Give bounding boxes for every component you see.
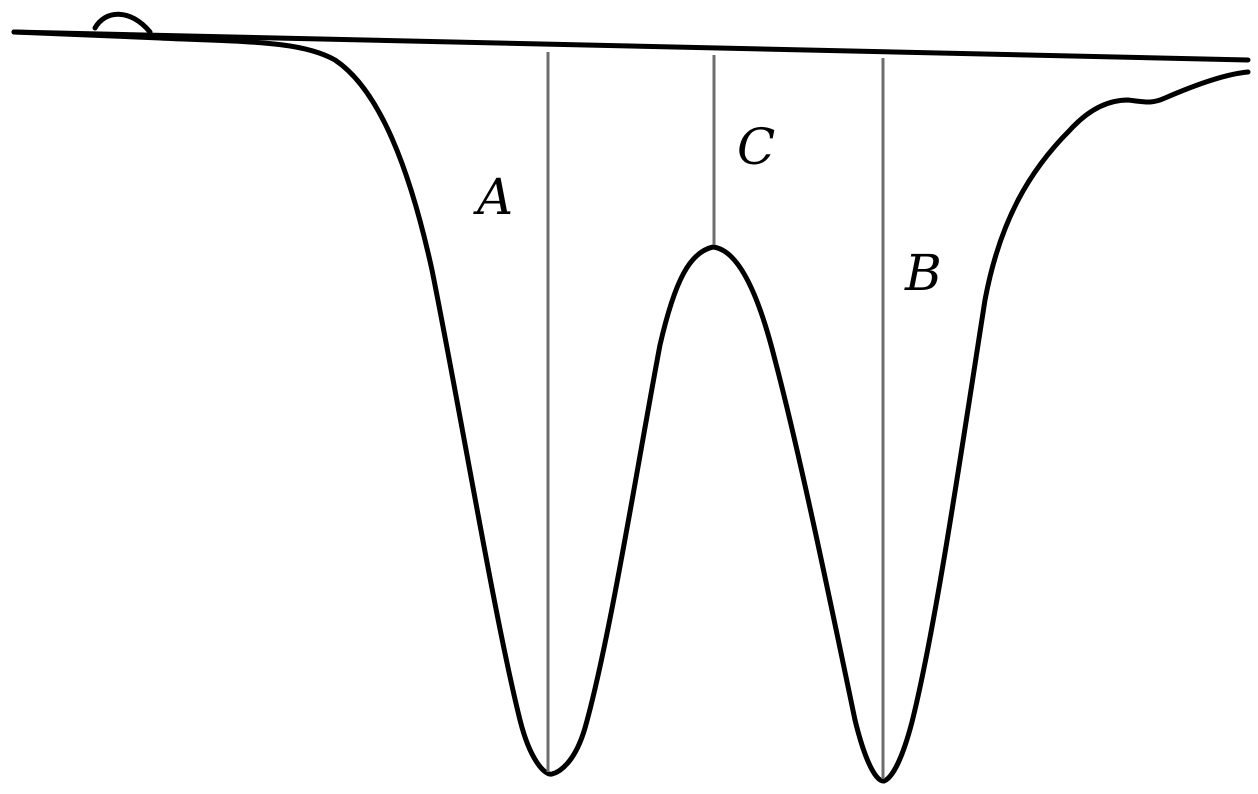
signal-curve (11, 29, 1251, 784)
label-a: A (473, 168, 513, 226)
label-b: B (904, 244, 942, 302)
baseline-bump (92, 11, 153, 35)
label-c: C (737, 118, 775, 176)
baseline (11, 29, 1251, 63)
